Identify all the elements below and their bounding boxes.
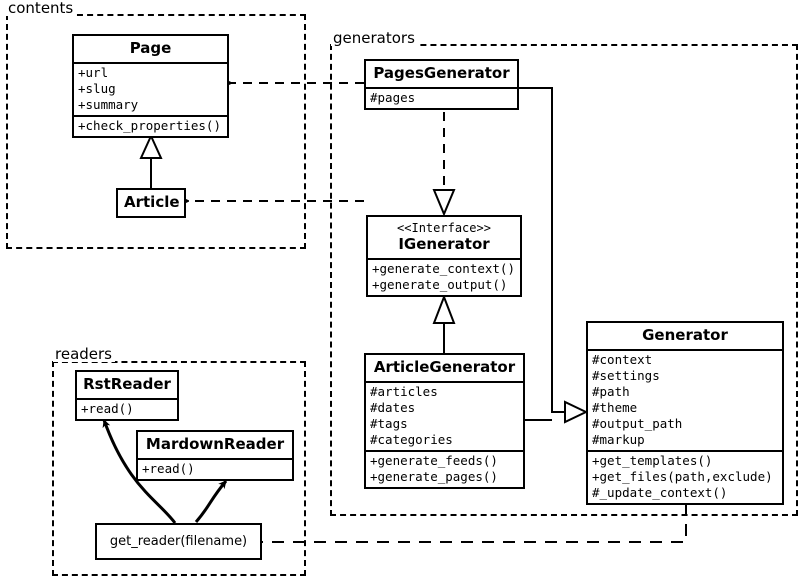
class-igenerator[interactable]: <<Interface>> IGenerator +generate_conte… xyxy=(366,215,522,297)
package-readers-label: readers xyxy=(53,346,115,362)
method: +check_properties() xyxy=(78,118,221,133)
package-contents xyxy=(6,14,306,249)
method: +read() xyxy=(142,461,195,476)
package-readers xyxy=(52,361,306,576)
class-rst-reader-name: RstReader xyxy=(83,375,171,393)
class-page[interactable]: Page +url +slug +summary +check_properti… xyxy=(72,34,229,138)
class-mardown-reader[interactable]: MardownReader +read() xyxy=(136,430,294,481)
class-article-generator-methods: +generate_feeds() +generate_pages() xyxy=(366,450,523,487)
class-page-name: Page xyxy=(129,39,172,57)
class-generator-methods: +get_templates() +get_files(path,exclude… xyxy=(588,450,782,503)
class-igenerator-stereotype: <<Interface>> xyxy=(397,221,491,235)
package-contents-label: contents xyxy=(6,0,77,16)
class-page-methods: +check_properties() xyxy=(74,115,227,136)
attribute: #context xyxy=(592,352,653,367)
function-get-reader-label: get_reader(filename) xyxy=(109,534,248,549)
class-article-generator-attributes: #articles #dates #tags #categories xyxy=(366,381,523,450)
class-mardown-reader-methods: +read() xyxy=(138,458,292,479)
attribute: #path xyxy=(592,384,630,399)
attribute: +summary xyxy=(78,97,139,112)
method: +read() xyxy=(81,401,134,416)
method: +generate_output() xyxy=(372,277,508,292)
attribute: +url xyxy=(78,65,109,80)
method: +generate_pages() xyxy=(370,469,498,484)
class-generator-name: Generator xyxy=(642,326,728,344)
class-generator[interactable]: Generator #context #settings #path #them… xyxy=(586,321,784,505)
attribute: #settings xyxy=(592,368,660,383)
class-rst-reader[interactable]: RstReader +read() xyxy=(75,370,179,421)
package-generators-label: generators xyxy=(331,30,418,46)
method: +get_files(path,exclude) xyxy=(592,469,773,484)
attribute: #output_path xyxy=(592,416,683,431)
class-pages-generator-attributes: #pages xyxy=(366,87,517,108)
method: +generate_context() xyxy=(372,261,515,276)
attribute: #categories xyxy=(370,432,453,447)
attribute: #articles xyxy=(370,384,438,399)
attribute: #theme xyxy=(592,400,638,415)
class-article-generator-name: ArticleGenerator xyxy=(373,358,516,376)
function-get-reader[interactable]: get_reader(filename) xyxy=(95,523,262,560)
class-pages-generator-name: PagesGenerator xyxy=(373,64,510,82)
class-article-generator[interactable]: ArticleGenerator #articles #dates #tags … xyxy=(364,353,525,489)
method: #_update_context() xyxy=(592,485,728,500)
class-mardown-reader-name: MardownReader xyxy=(145,435,285,453)
class-article-name: Article xyxy=(124,193,180,211)
attribute: +slug xyxy=(78,81,116,96)
class-igenerator-name: <<Interface>> IGenerator xyxy=(368,217,520,258)
class-igenerator-methods: +generate_context() +generate_output() xyxy=(368,258,520,295)
class-rst-reader-methods: +read() xyxy=(77,398,177,419)
attribute: #tags xyxy=(370,416,408,431)
class-article[interactable]: Article xyxy=(116,188,186,218)
class-page-attributes: +url +slug +summary xyxy=(74,62,227,115)
class-generator-attributes: #context #settings #path #theme #output_… xyxy=(588,349,782,450)
class-pages-generator[interactable]: PagesGenerator #pages xyxy=(364,59,519,110)
attribute: #dates xyxy=(370,400,416,415)
attribute: #markup xyxy=(592,432,645,447)
method: +generate_feeds() xyxy=(370,453,498,468)
attribute: #pages xyxy=(370,90,416,105)
class-igenerator-label: IGenerator xyxy=(398,235,490,253)
method: +get_templates() xyxy=(592,453,713,468)
